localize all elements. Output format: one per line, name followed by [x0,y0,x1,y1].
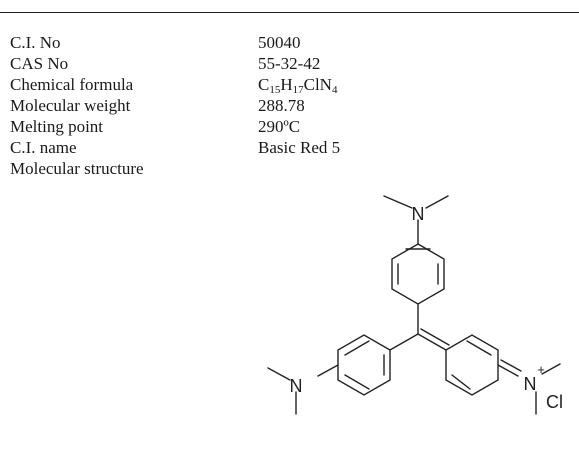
bond-right-ring-n [497,364,519,377]
row-ci-no: C.I. No 50040 [10,33,301,53]
label-ci-no: C.I. No [10,33,61,52]
counter-ion-cl: Cl [546,392,563,412]
row-melting-point: Melting point 290ºC [10,117,300,137]
bond-right-ring-n-double [500,359,522,372]
value-ci-name: Basic Red 5 [258,138,341,157]
label-molecular-structure: Molecular structure [10,159,144,178]
value-chemical-formula: C15H17ClN4 [258,75,338,96]
atom-right-n: N [524,374,537,394]
bond-center-right-ring [417,333,447,351]
formula-n-count: 4 [331,84,338,96]
label-molecular-weight: Molecular weight [10,96,131,115]
label-chemical-formula: Chemical formula [10,75,134,94]
atom-top-n: N [412,204,425,224]
bond-left-ring-n [317,364,339,377]
bond-top-methyl-right [425,195,449,209]
label-cas-no: CAS No [10,54,69,73]
value-melting-point: 290ºC [258,117,301,136]
value-molecular-weight: 288.78 [258,96,305,115]
row-cas-no: CAS No 55-32-42 [10,54,320,74]
row-molecular-weight: Molecular weight 288.78 [10,96,305,116]
row-ci-name: C.I. name Basic Red 5 [10,138,340,158]
label-ci-name: C.I. name [10,138,77,157]
value-cas-no: 55-32-42 [258,54,321,73]
ring-right-double-2 [451,374,471,390]
label-melting-point: Melting point [10,117,104,136]
top-rule [0,12,579,13]
ring-right-double-1 [466,340,492,356]
ring-left-double-2 [344,374,370,390]
ring-right [445,334,499,396]
bond-right-methyl-top [541,363,561,375]
bond-left-methyl-top [267,367,291,381]
bond-top-methyl-left [383,195,413,209]
formula-cln: ClN [303,75,332,94]
ring-left-double-1 [344,340,370,356]
atom-left-n: N [290,376,303,396]
bond-center-left-ring [389,333,419,351]
row-chemical-formula: Chemical formula C15H17ClN4 [10,75,338,96]
formula-c-count: 15 [269,84,281,96]
bond-center-right-ring-double [420,328,450,346]
formula-c: C [258,75,270,94]
atom-right-charge: + [537,362,545,377]
ring-left [337,334,391,396]
ring-top [391,243,445,305]
row-molecular-structure: Molecular structure [10,159,258,179]
formula-h-count: 17 [292,84,304,96]
value-ci-no: 50040 [258,33,301,52]
formula-h: H [280,75,293,94]
